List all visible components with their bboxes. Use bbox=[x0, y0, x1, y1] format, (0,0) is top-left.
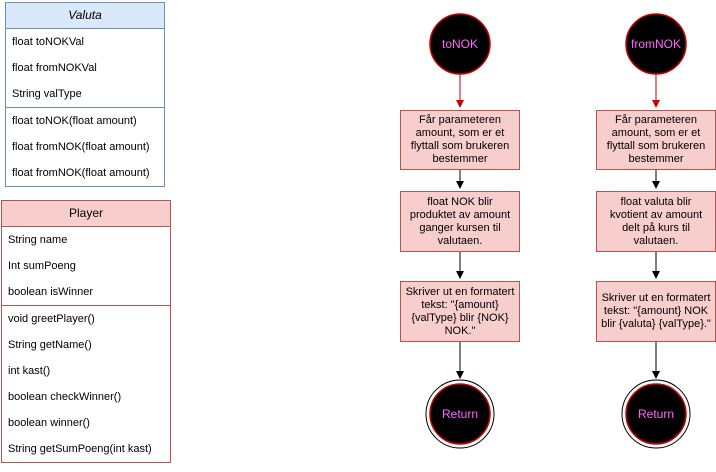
player-method: String getSumPoeng(int kast) bbox=[8, 443, 152, 455]
player-class-name: Player bbox=[2, 201, 170, 227]
player-method: int kast() bbox=[8, 365, 51, 377]
valuta-field: String valType bbox=[12, 88, 82, 100]
player-method: boolean winner() bbox=[8, 417, 90, 429]
valuta-field: float toNOKVal bbox=[12, 36, 84, 48]
tonok-end-label: Return bbox=[441, 407, 479, 421]
player-divider bbox=[2, 305, 170, 306]
valuta-field: float fromNOKVal bbox=[12, 62, 97, 74]
player-method: boolean checkWinner() bbox=[8, 391, 122, 403]
player-method: String getName() bbox=[8, 339, 92, 351]
valuta-class[interactable]: Valuta float toNOKVal float fromNOKVal S… bbox=[5, 2, 165, 187]
tonok-step-parameter[interactable]: Får parameteren amount, som er et flytta… bbox=[400, 110, 520, 170]
valuta-class-name: Valuta bbox=[6, 3, 164, 29]
fromnok-end-node[interactable] bbox=[625, 383, 687, 445]
fromnok-end-outer-ring bbox=[621, 379, 691, 449]
valuta-method: float fromNOK(float amount) bbox=[12, 141, 150, 153]
fromnok-step-print[interactable]: Skriver ut en formatert tekst: "{amount}… bbox=[596, 281, 716, 342]
tonok-step-calculate[interactable]: float NOK blir produktet av amount gange… bbox=[400, 191, 520, 252]
valuta-method: float fromNOK(float amount) bbox=[12, 167, 150, 179]
player-class[interactable]: Player String name Int sumPoeng boolean … bbox=[1, 200, 171, 463]
fromnok-step-calculate[interactable]: float valuta blir kvotient av amount del… bbox=[596, 191, 716, 252]
player-field: boolean isWinner bbox=[8, 286, 93, 298]
valuta-method: float toNOK(float amount) bbox=[12, 115, 137, 127]
tonok-end-outer-ring bbox=[425, 379, 495, 449]
fromnok-start-label: fromNOK bbox=[630, 37, 681, 51]
fromnok-end-label: Return bbox=[637, 407, 675, 421]
tonok-step-print[interactable]: Skriver ut en formatert tekst: "{amount}… bbox=[400, 281, 520, 342]
player-field: String name bbox=[8, 234, 68, 246]
tonok-start-label: toNOK bbox=[441, 37, 478, 51]
tonok-end-node[interactable] bbox=[429, 383, 491, 445]
player-field: Int sumPoeng bbox=[8, 260, 76, 272]
player-method: void greetPlayer() bbox=[8, 313, 95, 325]
fromnok-step-parameter[interactable]: Får parameteren amount, som er et flytta… bbox=[596, 110, 716, 170]
valuta-divider bbox=[6, 107, 164, 108]
